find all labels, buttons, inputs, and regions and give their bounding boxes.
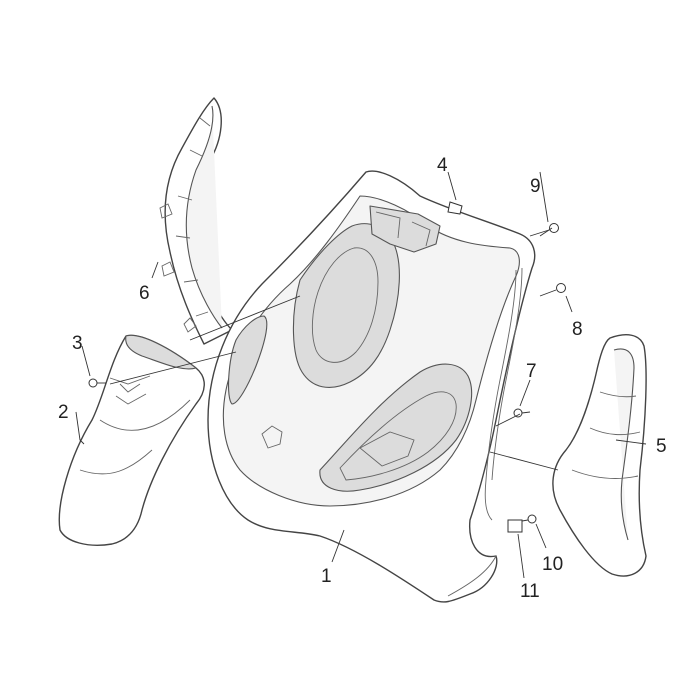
part-7-screw — [513, 408, 531, 418]
assembly-guide-lines — [109, 227, 559, 471]
callout-4: 4 — [437, 155, 448, 176]
callout-5: 5 — [656, 436, 667, 457]
callout-7: 7 — [526, 361, 537, 382]
part-6-upper-trim — [159, 97, 233, 345]
part-2-left-lower-cover — [58, 334, 205, 546]
part-9-screw — [529, 223, 559, 237]
callout-10: 10 — [542, 554, 563, 575]
part-5-right-lower-cover — [552, 334, 647, 577]
part-3-screw — [88, 378, 106, 388]
part-1-front-shield — [207, 170, 536, 603]
callout-3: 3 — [72, 333, 83, 354]
part-4-clip — [447, 201, 463, 215]
callout-leaders — [75, 171, 647, 579]
part-11-nut — [507, 519, 523, 533]
callout-2: 2 — [58, 402, 69, 423]
callout-9: 9 — [530, 176, 541, 197]
part-10-screw — [521, 514, 537, 524]
callout-8: 8 — [572, 319, 583, 340]
part-8-screw — [539, 283, 566, 297]
callout-6: 6 — [139, 283, 150, 304]
callout-1: 1 — [321, 566, 332, 587]
callout-11: 11 — [520, 581, 540, 602]
